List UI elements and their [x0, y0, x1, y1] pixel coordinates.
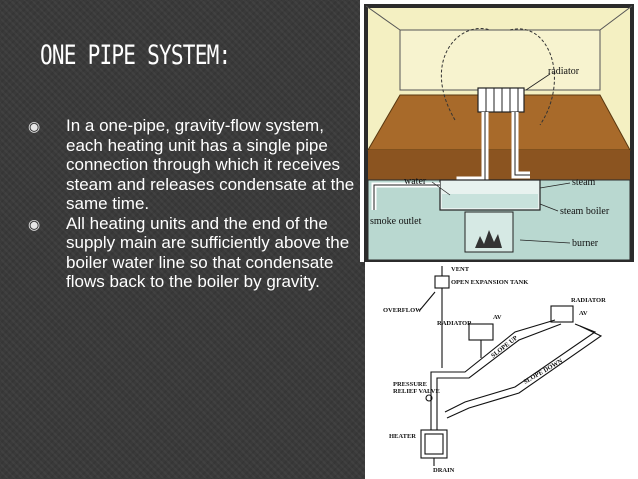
label-drain: DRAIN — [433, 467, 455, 474]
label-radiator: radiator — [548, 66, 580, 77]
circle-bullet-icon: ◉ — [28, 215, 41, 232]
radiator-icon — [477, 87, 525, 113]
label-overflow: OVERFLOW — [383, 307, 422, 314]
label-steam: steam — [572, 177, 596, 188]
bullet-text: All heating units and the end of the sup… — [66, 213, 350, 292]
house-steam-diagram: radiator water steam smoke outlet steam … — [360, 0, 638, 262]
piping-schematic-diagram: VENT OPEN EXPANSION TANK OVERFLOW RADIAT… — [365, 262, 638, 479]
bullet-item: ◉ All heating units and the end of the s… — [28, 214, 358, 292]
label-relief-valve: RELIEF VALVE — [393, 388, 440, 395]
label-pressure: PRESSURE — [393, 381, 427, 388]
label-av-right: AV — [579, 310, 588, 317]
circle-bullet-icon: ◉ — [28, 118, 41, 134]
label-water: water — [404, 176, 427, 187]
bullet-item: ◉ In a one-pipe, gravity-flow system, ea… — [28, 116, 358, 214]
label-radiator-left: RADIATOR — [437, 320, 472, 327]
label-heater: HEATER — [389, 433, 416, 440]
label-av-left: AV — [493, 314, 502, 321]
bullet-text: In a one-pipe, gravity-flow system, each… — [66, 116, 355, 213]
label-smoke-outlet: smoke outlet — [370, 216, 422, 227]
label-radiator-right: RADIATOR — [571, 297, 606, 304]
label-open-expansion-tank: OPEN EXPANSION TANK — [451, 279, 528, 286]
label-steam-boiler: steam boiler — [560, 206, 610, 217]
bullet-list: ◉ In a one-pipe, gravity-flow system, ea… — [28, 116, 358, 292]
label-burner: burner — [572, 238, 599, 249]
label-vent: VENT — [451, 266, 470, 273]
slide-title: ONE PIPE SYSTEM: — [40, 40, 231, 71]
boiler-icon — [439, 179, 541, 253]
